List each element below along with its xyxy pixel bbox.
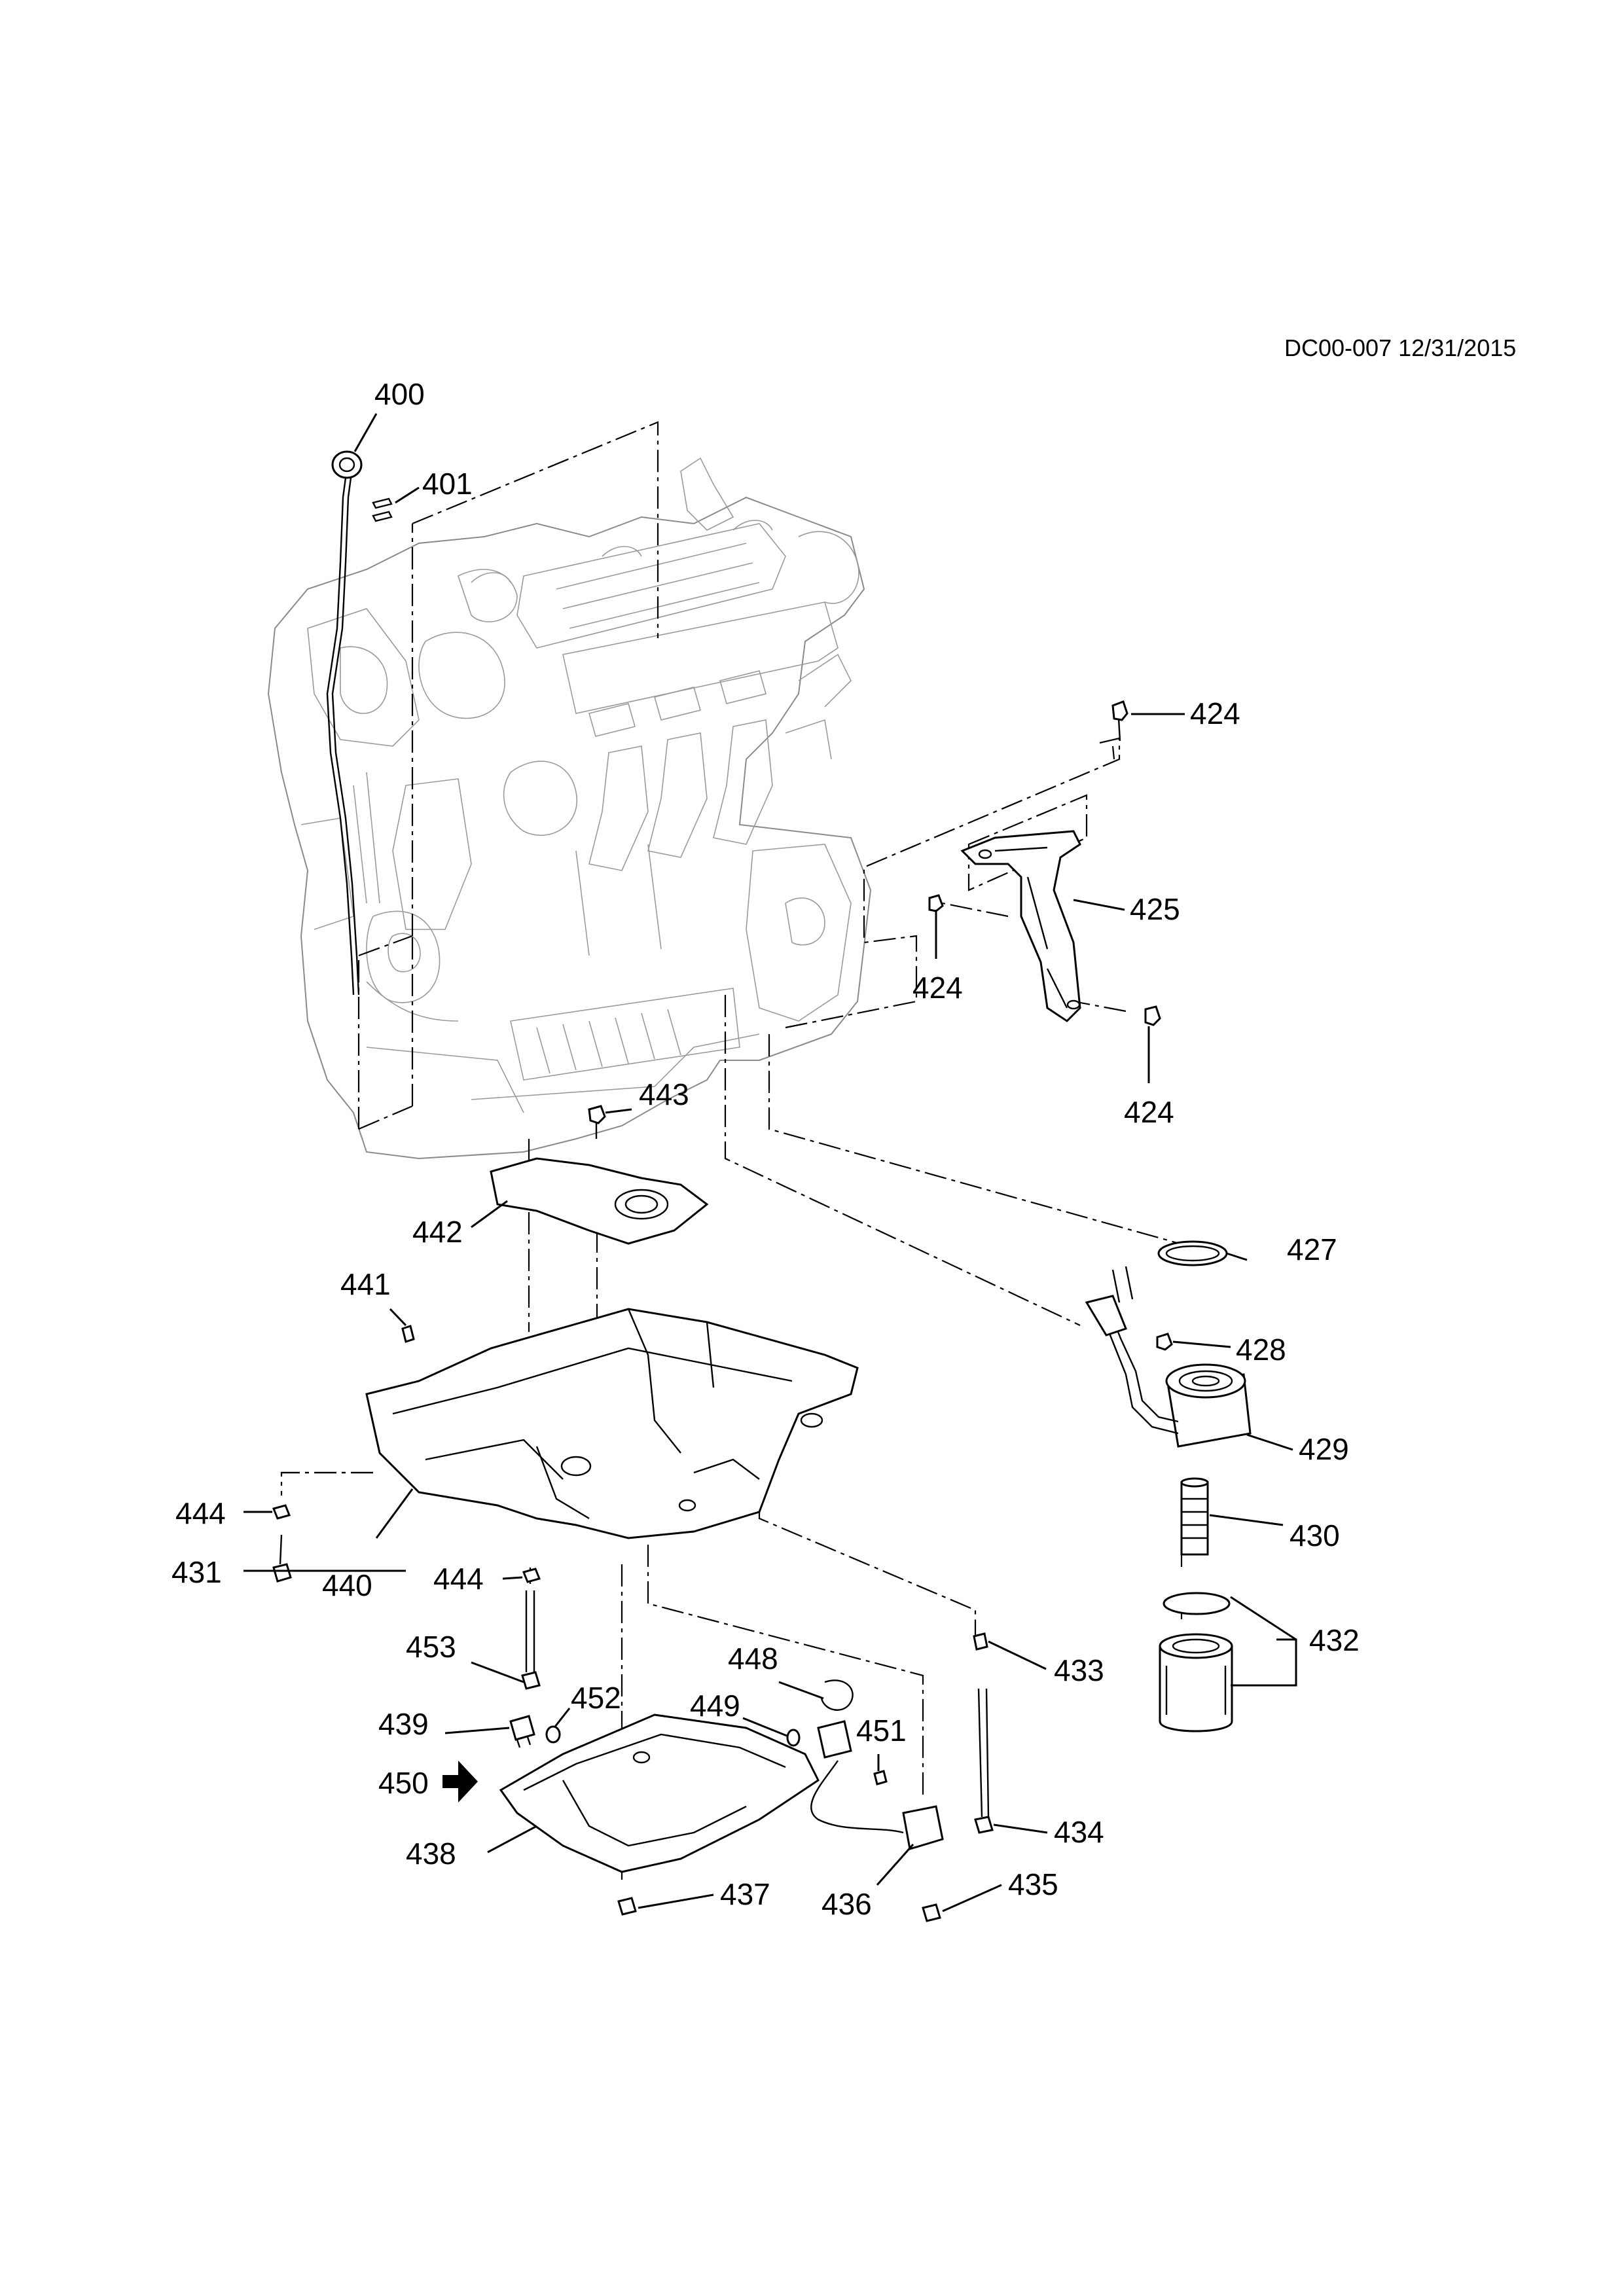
drain-plug bbox=[509, 1715, 535, 1748]
nut-444-center bbox=[522, 1568, 541, 1583]
callout-401: 401 bbox=[422, 467, 473, 501]
callout-441: 441 bbox=[340, 1267, 391, 1301]
front-direction-arrow bbox=[442, 1761, 478, 1803]
callout-424-bottom: 424 bbox=[1124, 1095, 1174, 1129]
plug-441 bbox=[401, 1325, 415, 1343]
oil-indicator-clips bbox=[372, 497, 393, 522]
stud-433 bbox=[973, 1632, 988, 1651]
retainer-clip bbox=[820, 1679, 854, 1711]
callout-400: 400 bbox=[374, 377, 425, 411]
leader-lines bbox=[244, 413, 1297, 1912]
callout-428: 428 bbox=[1236, 1333, 1286, 1367]
callout-430: 430 bbox=[1290, 1518, 1340, 1552]
callout-436: 436 bbox=[821, 1887, 872, 1921]
oil-level-sensor bbox=[810, 1720, 944, 1850]
engine-oil-cooler bbox=[1085, 1266, 1252, 1448]
callout-442: 442 bbox=[412, 1215, 463, 1249]
callout-424-top: 424 bbox=[1190, 696, 1240, 730]
callout-444-center: 444 bbox=[433, 1562, 484, 1596]
bolt-424-bottom bbox=[1144, 1005, 1161, 1026]
callout-433: 433 bbox=[1054, 1653, 1104, 1687]
oil-filter bbox=[1159, 1592, 1233, 1732]
callout-424-left: 424 bbox=[912, 971, 963, 1005]
bolt-431 bbox=[272, 1534, 292, 1583]
bolt-424-left bbox=[928, 894, 944, 912]
fastener-451 bbox=[873, 1770, 888, 1785]
callout-451: 451 bbox=[856, 1713, 907, 1748]
callout-453: 453 bbox=[406, 1630, 456, 1664]
callout-431: 431 bbox=[171, 1555, 222, 1589]
bolt-435 bbox=[922, 1903, 941, 1922]
bolt-443 bbox=[588, 1105, 606, 1139]
lower-oil-pan bbox=[499, 1713, 820, 1873]
callout-425: 425 bbox=[1130, 892, 1180, 926]
oil-cooler-seal bbox=[1157, 1240, 1228, 1266]
drain-plug-washer bbox=[545, 1725, 561, 1744]
bolt-453 bbox=[521, 1590, 541, 1690]
callout-448: 448 bbox=[728, 1641, 778, 1676]
sensor-seal bbox=[786, 1729, 801, 1747]
oil-pan-baffle bbox=[490, 1157, 709, 1245]
oil-cooler-bracket bbox=[960, 830, 1081, 1022]
callout-427: 427 bbox=[1287, 1232, 1337, 1266]
callout-437: 437 bbox=[720, 1877, 770, 1911]
oil-filter-stud bbox=[1180, 1477, 1209, 1556]
callout-434: 434 bbox=[1054, 1815, 1104, 1849]
callout-443: 443 bbox=[639, 1077, 689, 1111]
alignment-lines bbox=[280, 421, 1192, 1885]
callout-435: 435 bbox=[1008, 1867, 1058, 1901]
callout-429: 429 bbox=[1299, 1432, 1349, 1466]
callout-452: 452 bbox=[571, 1681, 621, 1715]
engine-block bbox=[267, 457, 872, 1160]
callout-432: 432 bbox=[1309, 1623, 1360, 1657]
bolt-428 bbox=[1156, 1333, 1173, 1351]
bolt-424-top bbox=[1111, 700, 1128, 742]
nut-444-left bbox=[272, 1504, 291, 1520]
callout-440: 440 bbox=[322, 1568, 372, 1602]
callout-438: 438 bbox=[406, 1837, 456, 1871]
diagram-code: DC00-007 12/31/2015 bbox=[1284, 334, 1516, 361]
bolt-437 bbox=[617, 1897, 637, 1916]
callout-449: 449 bbox=[690, 1689, 740, 1723]
upper-oil-pan bbox=[365, 1308, 859, 1539]
bolt-434 bbox=[974, 1688, 994, 1834]
callout-numbers: 400 401 424 425 424 424 427 428 429 430 … bbox=[171, 377, 1360, 1921]
callout-444-left: 444 bbox=[175, 1496, 226, 1530]
callout-439: 439 bbox=[378, 1707, 429, 1741]
oil-level-indicator bbox=[326, 450, 363, 996]
callout-450: 450 bbox=[378, 1766, 429, 1800]
